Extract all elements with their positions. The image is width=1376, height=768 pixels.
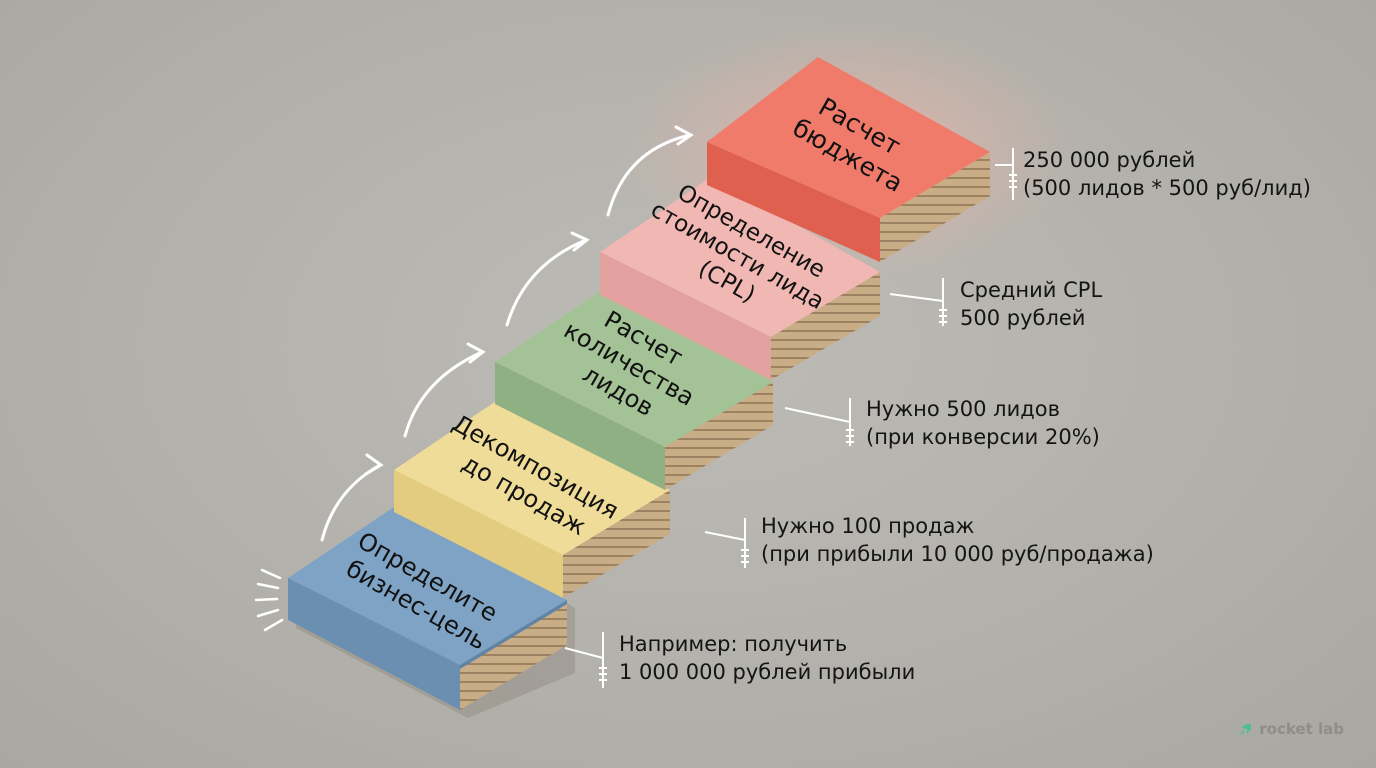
brand-name: rocket lab [1259,720,1344,738]
arrow-2-icon [403,342,486,438]
step-1-note-line-2: 1 000 000 рублей прибыли [619,660,916,684]
connector-1-icon [564,632,607,688]
step-5-note-line-1: 250 000 рублей [1023,148,1196,172]
step-1-note-line-1: Например: получить [619,632,848,656]
step-4-note-line-1: Средний CPL [960,278,1103,302]
step-4-note: Средний CPL 500 рублей [960,276,1102,332]
connector-2-icon [704,518,749,568]
connector-5-icon [995,148,1017,200]
step-1-note: Например: получить 1 000 000 рублей приб… [619,630,915,686]
brand-logo: rocket lab [1239,720,1344,738]
step-2-note: Нужно 100 продаж (при прибыли 10 000 руб… [761,512,1154,568]
step-2-note-line-1: Нужно 100 продаж [761,514,975,538]
step-3-note-line-1: Нужно 500 лидов [866,397,1060,421]
arrow-3-icon [505,231,590,327]
step-5-note-line-2: (500 лидов * 500 руб/лид) [1023,176,1311,200]
step-2-note-line-2: (при прибыли 10 000 руб/продажа) [761,542,1154,566]
progress-arrows [320,125,694,542]
note-connectors [564,148,1017,688]
rocket-arrow-icon [1240,724,1252,735]
step-3-note-line-2: (при конверсии 20%) [866,425,1100,449]
connector-3-icon [784,398,854,446]
step-3-note: Нужно 500 лидов (при конверсии 20%) [866,395,1100,451]
step-5-note: 250 000 рублей (500 лидов * 500 руб/лид) [1023,146,1311,202]
step-5-block: Расчет бюджета [707,57,990,262]
connector-4-icon [889,278,947,326]
step-2-block: Декомпозиция до продаж [394,395,670,598]
sparkle-rays-icon [254,568,284,632]
arrow-4-icon [606,125,694,217]
step-4-note-line-2: 500 рублей [960,306,1086,330]
arrow-1-icon [320,453,384,542]
step-3-block: Расчет количества лидов [495,287,773,490]
step-1-block: Определите бизнес-цель [288,503,575,718]
